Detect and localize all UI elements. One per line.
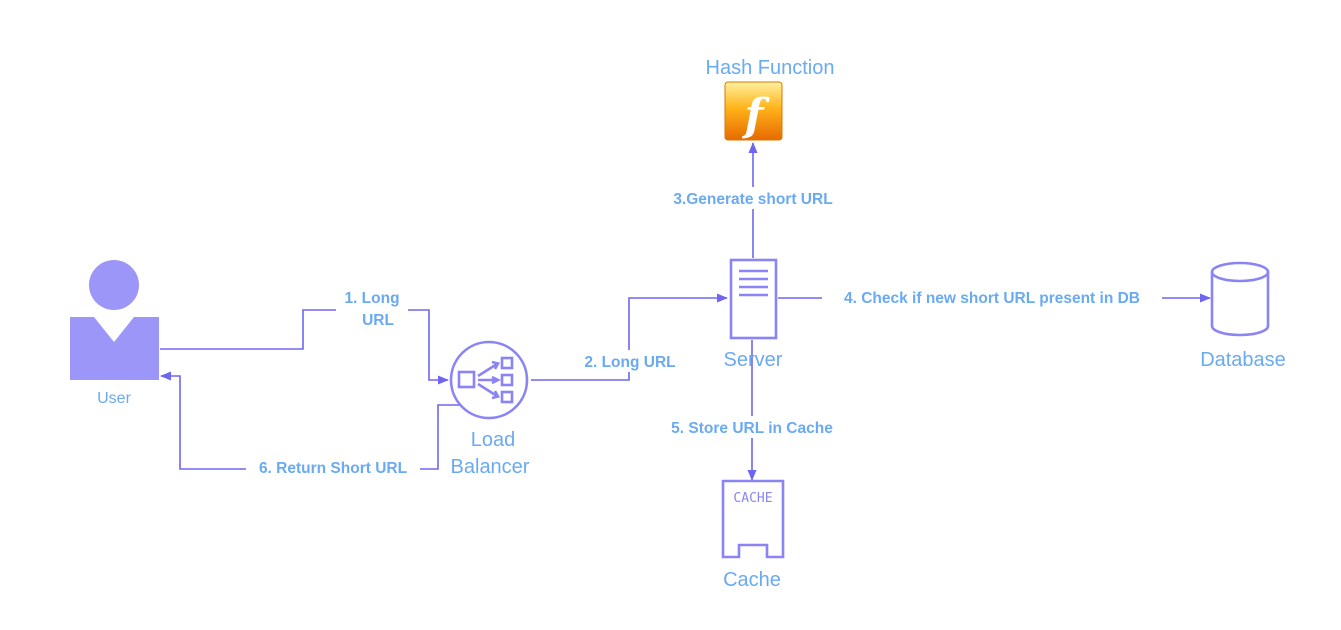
edge-label-3: 3.Generate short URL [673,191,832,208]
edge-label-1-line1: 1. Long [344,290,399,307]
edge-load-balancer-to-server [531,293,728,381]
edge-label-2: 2. Long URL [584,354,675,371]
load-balancer-icon [449,340,529,420]
database-label: Database [1200,349,1286,371]
cache-icon-text: CACHE [733,491,772,506]
edge-label-6: 6. Return Short URL [259,460,407,477]
database-icon [1210,261,1270,337]
cache-label: Cache [723,569,781,591]
edge-label-1-line2: URL [362,312,394,329]
server-icon [729,258,778,340]
user-label: User [97,390,131,407]
edge-label-5: 5. Store URL in Cache [671,420,833,437]
user-icon [70,260,159,380]
hash-function-label: Hash Function [706,57,835,79]
load-balancer-label-line2: Balancer [451,456,530,478]
cache-icon: CACHE [721,479,785,559]
edge-label-4: 4. Check if new short URL present in DB [844,290,1140,307]
server-label: Server [724,349,783,371]
edge-load-balancer-to-user [160,371,468,470]
load-balancer-label-line1: Load [471,429,516,451]
function-icon: f [724,81,783,141]
